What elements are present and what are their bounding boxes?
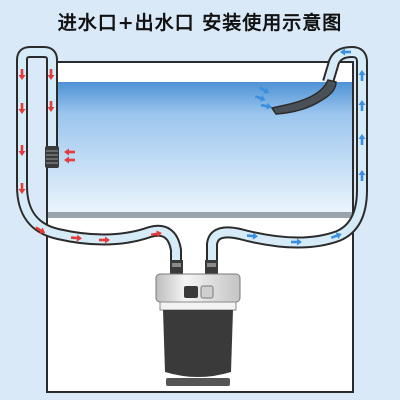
strainer-icon xyxy=(45,146,59,168)
inflow-arrow-icon xyxy=(99,236,110,244)
inflow-arrow-icon xyxy=(35,226,46,234)
flow-arrows xyxy=(18,48,366,246)
outflow-arrow-icon xyxy=(358,170,366,181)
inflow-arrow-icon xyxy=(64,156,75,164)
inflow-arrow-icon xyxy=(47,69,55,80)
outflow-arrow-icon xyxy=(330,232,342,239)
inflow-arrow-icon xyxy=(47,101,55,112)
outflow-arrow-icon xyxy=(254,95,266,102)
canister-filter-icon xyxy=(155,260,241,386)
inflow-arrow-icon xyxy=(18,103,26,114)
outflow-arrow-icon xyxy=(358,100,366,111)
inflow-arrow-icon xyxy=(18,183,26,194)
outflow-arrow-icon xyxy=(246,232,258,240)
page-title: 进水口+出水口 安装使用示意图 xyxy=(57,12,343,34)
outflow-arrow-icon xyxy=(358,134,366,145)
outflow-arrow-icon xyxy=(260,102,272,110)
inflow-arrow-icon xyxy=(18,145,26,156)
inflow-arrow-icon xyxy=(64,148,75,156)
inflow-arrow-icon xyxy=(70,234,82,242)
inflow-arrow-icon xyxy=(150,230,162,238)
outflow-arrow-icon xyxy=(358,70,366,81)
outflow-arrow-icon xyxy=(291,238,302,246)
inflow-arrow-icon xyxy=(18,69,26,80)
outflow-arrow-icon xyxy=(259,86,270,94)
tank-floor xyxy=(48,212,352,218)
outflow-arrow-icon xyxy=(340,48,351,56)
nozzle-icon xyxy=(270,79,337,115)
